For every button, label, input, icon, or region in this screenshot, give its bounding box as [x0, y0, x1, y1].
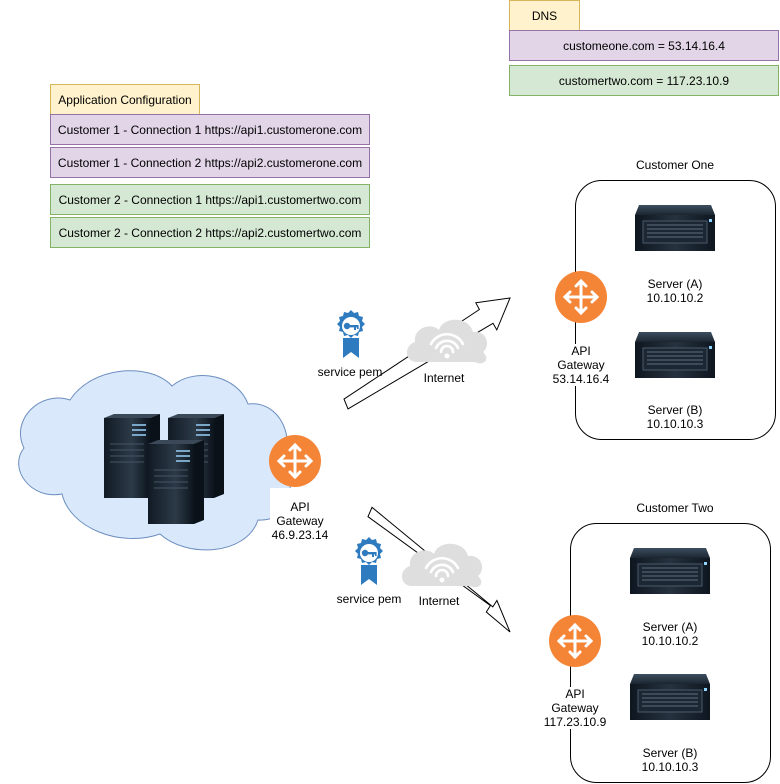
customer-two-gateway-icon [547, 613, 603, 669]
customer-one-gateway-label: API Gateway 53.14.16.4 [546, 344, 616, 386]
dns-record-customer-two: customertwo.com = 117.23.10.9 [509, 65, 779, 96]
customer-one-title: Customer One [635, 158, 715, 172]
cert-label-top: service pem [317, 365, 383, 379]
customer-two-server-a-icon [629, 547, 711, 595]
cert-label-bottom: service pem [336, 592, 402, 606]
arrow-to-customer-two [367, 506, 511, 633]
gateway-label-line: API [290, 500, 310, 514]
gateway-label-line: API [571, 344, 591, 358]
certificate-icon [337, 310, 365, 358]
server-ip: 10.10.10.2 [641, 634, 699, 648]
dns-header: DNS [509, 0, 580, 31]
server-ip: 10.10.10.3 [641, 760, 699, 774]
customer-two-gateway-label: API Gateway 117.23.10.9 [536, 687, 614, 729]
customer-one-server-a-label: Server (A) 10.10.10.2 [630, 277, 720, 305]
gateway-label-line: Gateway [551, 701, 599, 715]
provider-gateway-icon [267, 433, 323, 489]
customer-two-server-a-label: Server (A) 10.10.10.2 [625, 620, 715, 648]
internet-label-bottom: Internet [418, 594, 460, 608]
customer-one-gateway-icon [553, 269, 609, 325]
gateway-ip: 117.23.10.9 [543, 715, 607, 729]
dns-record-customer-one: customeone.com = 53.14.16.4 [509, 30, 779, 61]
gateway-ip: 53.14.16.4 [552, 372, 610, 386]
server-name: Server (A) [642, 620, 698, 634]
server-ip: 10.10.10.2 [646, 291, 704, 305]
app-config-row: Customer 2 - Connection 1 https://api1.c… [50, 184, 370, 215]
gateway-label-line: Gateway [276, 514, 324, 528]
app-config-row: Customer 1 - Connection 1 https://api1.c… [50, 114, 370, 145]
app-config-row: Customer 2 - Connection 2 https://api2.c… [50, 217, 370, 248]
gateway-label-line: API [565, 687, 585, 701]
server-ip: 10.10.10.3 [646, 417, 704, 431]
provider-server-tower-icon [147, 439, 205, 525]
customer-one-server-b-label: Server (B) 10.10.10.3 [630, 403, 720, 431]
certificate-icon [355, 537, 383, 585]
server-name: Server (B) [647, 403, 703, 417]
customer-two-title: Customer Two [636, 501, 714, 515]
provider-gateway-label: API Gateway 46.9.23.14 [270, 500, 330, 542]
gateway-label-line: Gateway [557, 358, 605, 372]
customer-two-server-b-label: Server (B) 10.10.10.3 [625, 746, 715, 774]
gateway-ip: 46.9.23.14 [271, 528, 329, 542]
app-config-header: Application Configuration [50, 84, 200, 115]
app-config-row: Customer 1 - Connection 2 https://api2.c… [50, 147, 370, 178]
customer-one-server-b-icon [634, 331, 716, 379]
server-name: Server (A) [647, 277, 703, 291]
customer-one-server-a-icon [634, 204, 716, 252]
customer-two-server-b-icon [629, 673, 711, 721]
server-name: Server (B) [642, 746, 698, 760]
internet-label-top: Internet [423, 371, 465, 385]
